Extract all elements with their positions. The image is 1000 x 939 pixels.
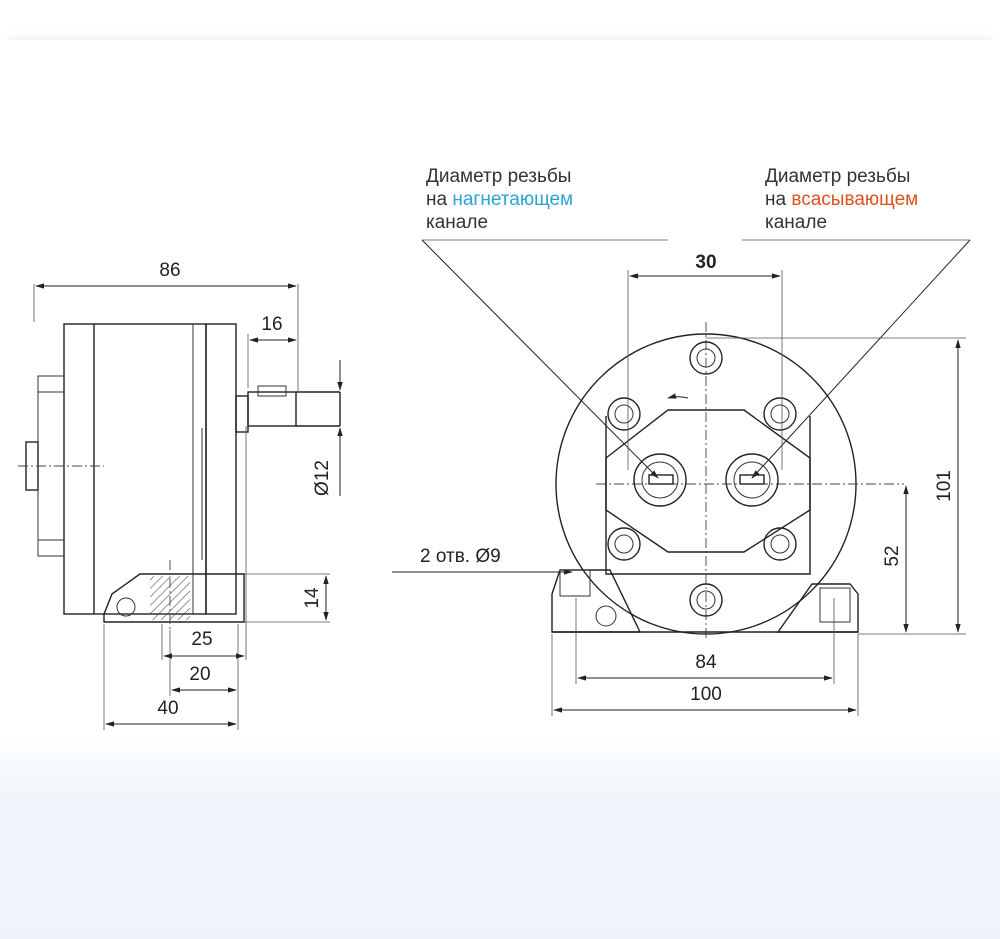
dim-shaft-length: 16: [261, 314, 282, 335]
port-face: [605, 409, 811, 553]
discharge-callout-line1: Диаметр резьбы: [426, 166, 571, 187]
shaft: [247, 391, 297, 427]
bolt-bottom: [689, 583, 723, 617]
bolt-top: [689, 341, 723, 375]
right-foot-slot: [819, 587, 851, 623]
discharge-callout-line2: на нагнетающем: [426, 189, 573, 210]
dim-port-spacing: 30: [695, 252, 716, 273]
body-flats: [605, 416, 811, 575]
shaft-key: [257, 385, 287, 397]
suction-callout-prefix: на: [765, 189, 791, 210]
dim-hole-spacing: 84: [695, 652, 717, 673]
pump-body-outline: [63, 323, 207, 615]
drawing-panel: [0, 40, 1000, 740]
discharge-callout-line3: канале: [426, 212, 488, 233]
suction-callout-line2: на всасывающем: [765, 189, 918, 210]
bolt-lower-right: [763, 527, 797, 561]
suction-leader: [751, 239, 971, 479]
dim-overall-height: 101: [934, 470, 955, 502]
front-flange: [205, 323, 237, 615]
discharge-callout-prefix: на: [426, 189, 452, 210]
foot-hole: [116, 597, 136, 617]
dim-25: 25: [191, 629, 212, 650]
discharge-port: [633, 453, 687, 507]
left-foot-slot: [559, 569, 591, 597]
rear-cover-steps: [37, 375, 64, 557]
suction-callout-highlight: всасывающем: [791, 189, 918, 210]
bolt-upper-right: [763, 397, 797, 431]
dim-base-width: 100: [690, 684, 722, 705]
holes-spec: 2 отв. Ø9: [420, 546, 501, 567]
side-view: 86 16 Ø12 14 25 20 40: [18, 260, 343, 730]
dim-40: 40: [157, 698, 178, 719]
dim-overall-length: 86: [159, 260, 180, 281]
bolt-lower-left: [607, 527, 641, 561]
suction-callout-line3: канале: [765, 212, 827, 233]
rotation-arrow: [667, 393, 689, 399]
discharge-callout-highlight: нагнетающем: [452, 189, 573, 210]
front-view: Диаметр резьбы на нагнетающем канале Диа…: [392, 166, 971, 716]
bolt-upper-left: [607, 397, 641, 431]
left-foot: [551, 569, 642, 633]
right-foot: [776, 583, 859, 633]
left-foot-hole: [595, 605, 617, 627]
dim-foot-height: 14: [302, 587, 323, 609]
suction-callout-line1: Диаметр резьбы: [765, 166, 910, 187]
dim-shaft-diameter: Ø12: [312, 460, 333, 496]
discharge-leader: [421, 239, 659, 479]
dim-axis-height: 52: [882, 545, 903, 566]
dim-20: 20: [189, 664, 210, 685]
suction-port: [725, 453, 779, 507]
